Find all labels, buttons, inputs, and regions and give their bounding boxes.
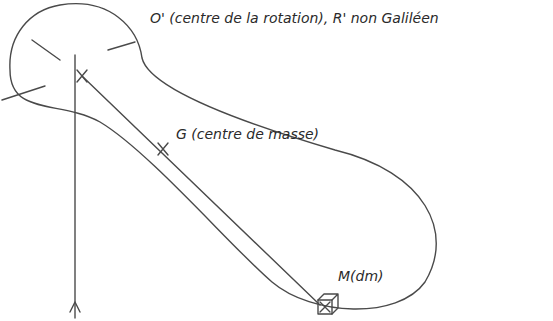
annotation-label: O' (centre de la rotation), R' non Galil… — [150, 10, 439, 26]
body-outline — [10, 4, 436, 309]
axis-stroke — [2, 86, 45, 100]
vertical-axis — [74, 55, 75, 318]
mass-element-cube — [318, 294, 338, 314]
label-anchor: O' (centre de la rotation), R' non Galil… — [150, 10, 439, 26]
label-anchor: M(dm) — [338, 268, 384, 284]
axis-stroke — [108, 42, 135, 50]
label-anchor: G (centre de masse) — [176, 126, 319, 142]
annotation-label: M(dm) — [338, 268, 384, 284]
point-mark-g — [158, 143, 168, 155]
annotation-label: G (centre de masse) — [176, 126, 319, 142]
axis-stroke — [32, 40, 60, 60]
radius-line — [82, 76, 320, 305]
point-mark-o — [77, 70, 87, 82]
axis-arrowhead — [70, 302, 80, 312]
